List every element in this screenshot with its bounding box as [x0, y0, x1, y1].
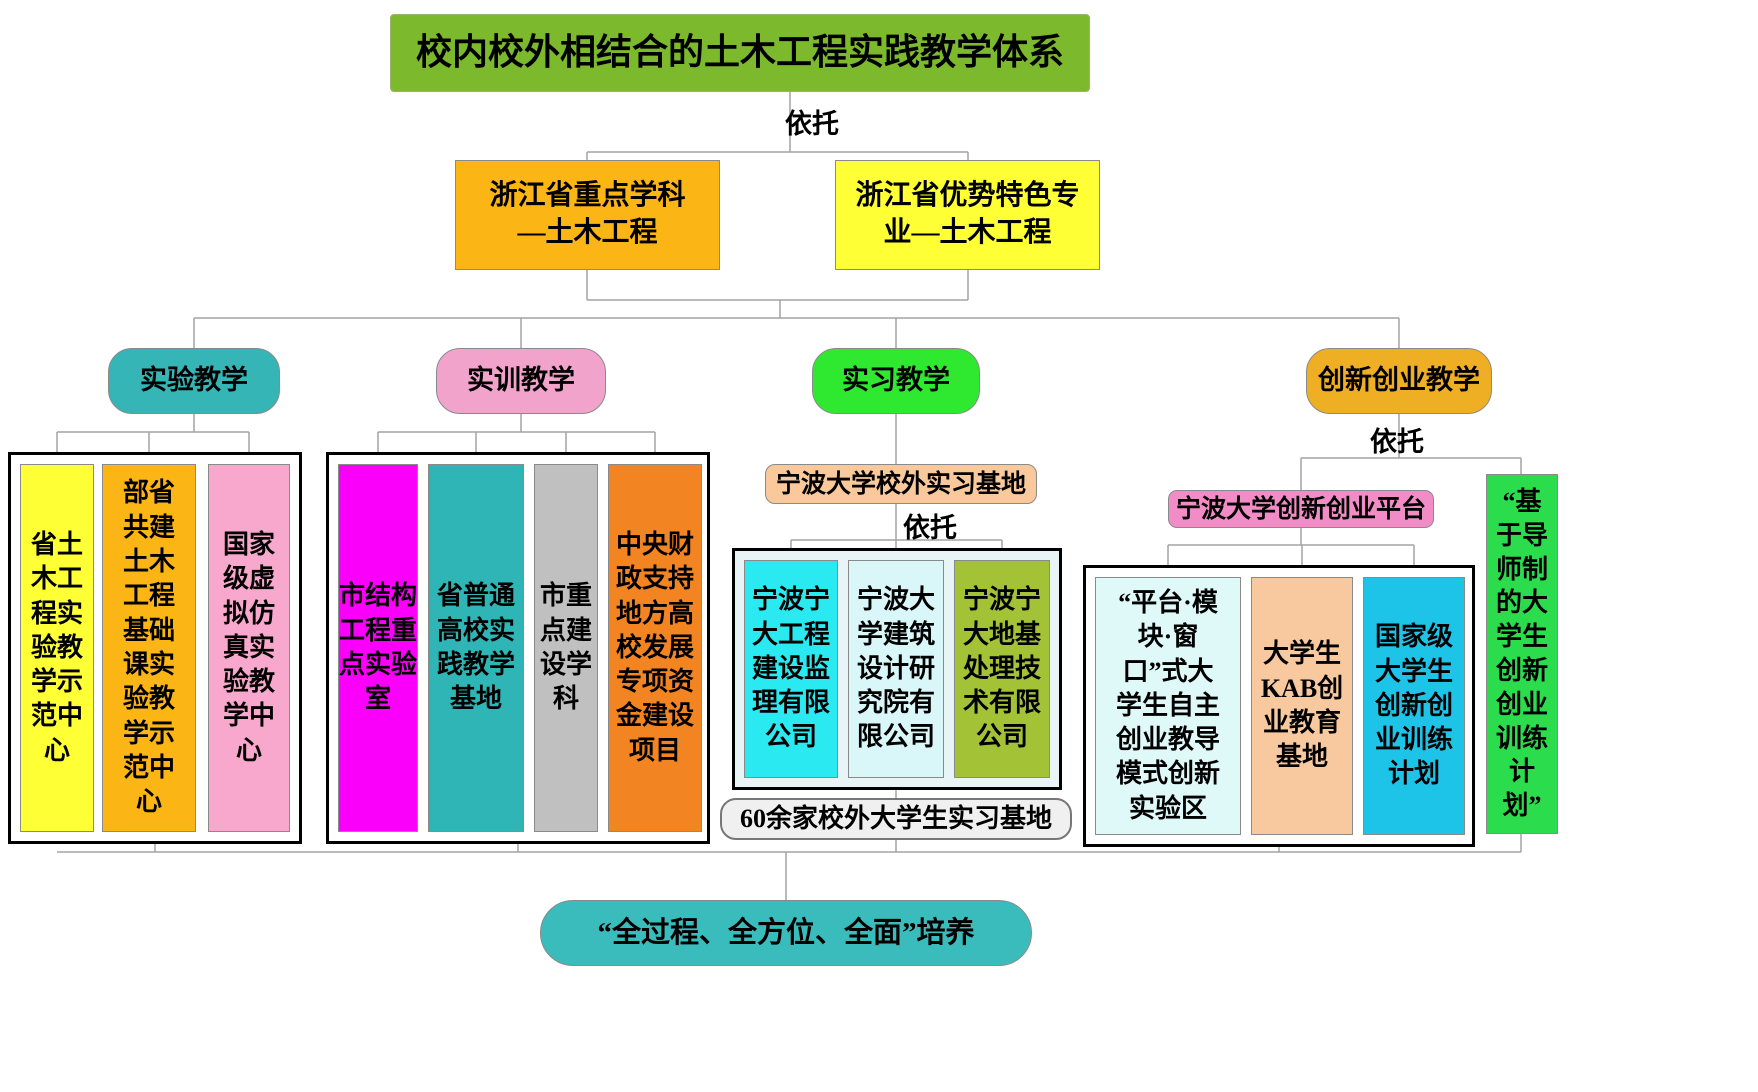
training-item-4: 中央财政支持地方高校发展专项资金建设项目: [608, 464, 702, 832]
experiment-item-2: 部省共建土木工程基础课实验教学示范中心: [102, 464, 196, 832]
training-header: 实训教学: [436, 348, 606, 414]
featured-major-box: 浙江省优势特色专业—土木工程: [835, 160, 1100, 270]
depends-label-innovation: 依托: [1370, 427, 1424, 457]
training-item-2: 省普通高校实践教学基地: [428, 464, 524, 832]
title-box: 校内校外相结合的土木工程实践教学体系: [390, 14, 1090, 92]
key-discipline-box: 浙江省重点学科—土木工程: [455, 160, 720, 270]
company-2: 宁波大学建筑设计研究院有限公司: [848, 560, 944, 778]
innovation-item-1: “平台·模块·窗口”式大学生自主创业教导模式创新实验区: [1095, 577, 1241, 835]
internship-header: 实习教学: [812, 348, 980, 414]
company-3: 宁波宁大地基处理技术有限公司: [954, 560, 1050, 778]
depends-label-top: 依托: [785, 109, 839, 139]
training-item-1: 市结构工程重点实验室: [338, 464, 418, 832]
outcome-box: “全过程、全方位、全面”培养: [540, 900, 1032, 966]
experiment-item-3: 国家级虚拟仿真实验教学中心: [208, 464, 290, 832]
company-1: 宁波宁大工程建设监理有限公司: [744, 560, 838, 778]
platform-box: 宁波大学创新创业平台: [1168, 490, 1434, 528]
innovation-item-2: 大学生KAB创业教育基地: [1251, 577, 1353, 835]
depends-label-internship: 依托: [903, 513, 957, 543]
external-bases-box: 60余家校外大学生实习基地: [720, 798, 1072, 840]
innovation-item-3: 国家级大学生创新创业训练计划: [1363, 577, 1465, 835]
tutor-program-box: “基于导师制的大学生创新创业训练计划”: [1486, 474, 1558, 834]
experiment-header: 实验教学: [108, 348, 280, 414]
internship-base-box: 宁波大学校外实习基地: [765, 464, 1037, 504]
innovation-header: 创新创业教学: [1306, 348, 1492, 414]
training-item-3: 市重点建设学科: [534, 464, 598, 832]
experiment-item-1: 省土木工程实验教学示范中心: [20, 464, 94, 832]
